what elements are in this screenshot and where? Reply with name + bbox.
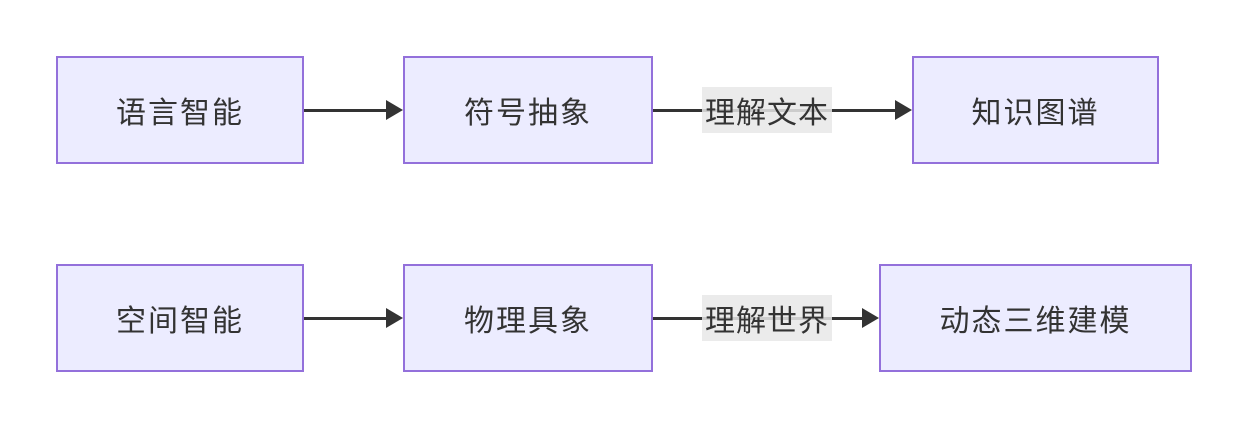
node-language-intelligence-label: 语言智能	[116, 97, 244, 130]
node-language-intelligence: 语言智能	[56, 56, 304, 164]
node-physical-embodiment-label: 物理具象	[464, 305, 592, 338]
edge-label-understand-world-value: 理解世界	[705, 305, 829, 338]
edge-label-understand-text: 理解文本	[702, 87, 832, 133]
arrowhead-icon	[895, 100, 912, 120]
edge-label-understand-text-value: 理解文本	[705, 97, 829, 130]
node-physical-embodiment: 物理具象	[403, 264, 653, 372]
arrowhead-icon	[386, 308, 403, 328]
node-spatial-intelligence: 空间智能	[56, 264, 304, 372]
node-knowledge-graph: 知识图谱	[912, 56, 1159, 164]
node-knowledge-graph-label: 知识图谱	[971, 97, 1100, 130]
arrowhead-icon	[386, 100, 403, 120]
node-dynamic-3d-modeling-label: 动态三维建模	[939, 305, 1132, 338]
node-symbolic-abstraction-label: 符号抽象	[464, 97, 592, 130]
edge-language-to-symbolic-line	[304, 108, 388, 112]
arrowhead-icon	[862, 308, 879, 328]
node-spatial-intelligence-label: 空间智能	[116, 305, 244, 338]
node-dynamic-3d-modeling: 动态三维建模	[879, 264, 1192, 372]
edge-spatial-to-physical-line	[304, 316, 388, 320]
edge-label-understand-world: 理解世界	[702, 295, 832, 341]
node-symbolic-abstraction: 符号抽象	[403, 56, 653, 164]
